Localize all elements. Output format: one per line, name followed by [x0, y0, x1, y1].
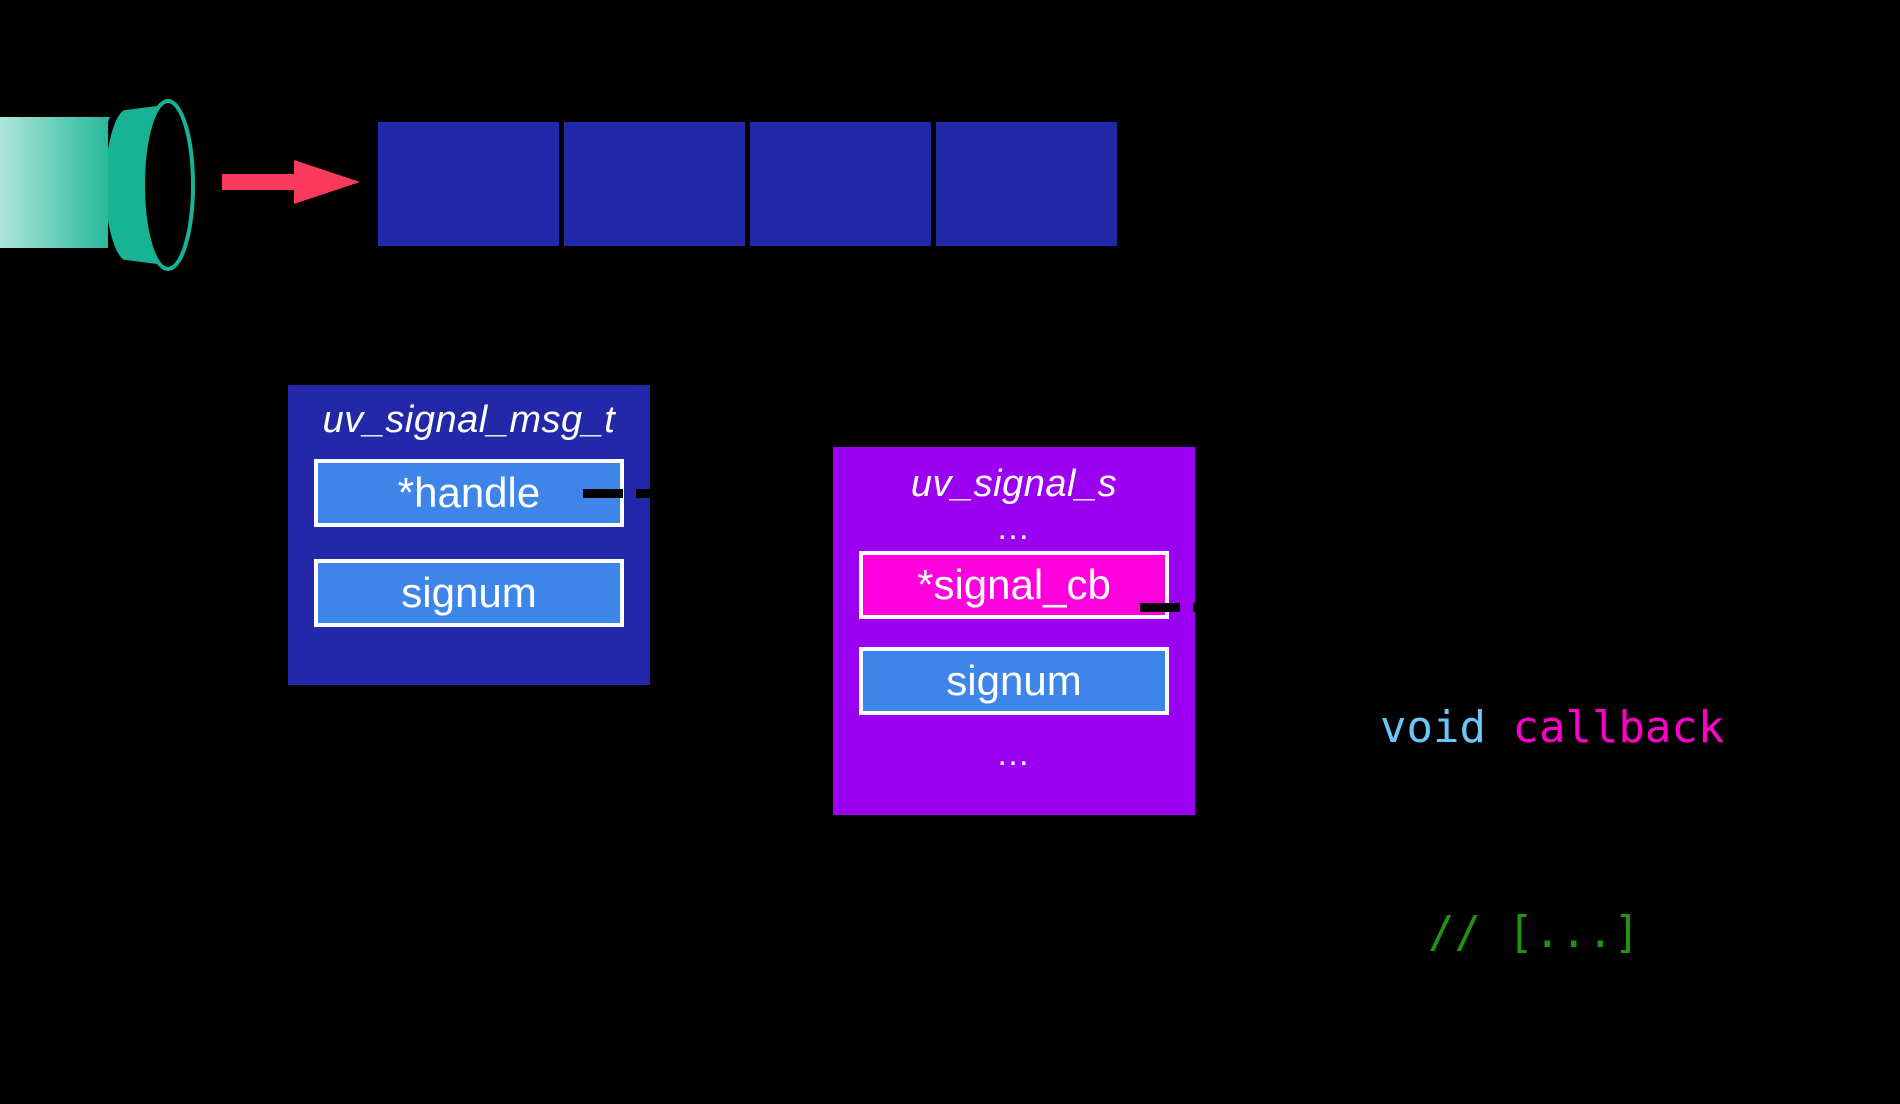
field-handle[interactable]: *handle: [314, 459, 624, 527]
field-signum[interactable]: signum: [314, 559, 624, 627]
code-token-callback: callback: [1512, 702, 1725, 754]
code-line-signature: void callback: [1380, 694, 1724, 762]
code-token-comment: // [...]: [1428, 906, 1640, 958]
queue-cell[interactable]: [378, 122, 559, 246]
pipe-tail: [0, 117, 122, 248]
code-token-void: void: [1380, 702, 1486, 754]
struct-uv-signal-msg-t: uv_signal_msg_t *handle signum: [288, 385, 650, 685]
field-signum[interactable]: signum: [859, 647, 1169, 715]
signal-cb-pointer-dash-2: [1193, 603, 1233, 612]
struct-title-uv-signal-msg-t: uv_signal_msg_t: [322, 399, 616, 441]
diagram-canvas: uv_signal_msg_t *handle signum uv_signal…: [0, 95, 1725, 958]
queue-cell[interactable]: [936, 122, 1117, 246]
callback-code-block: void callback // [...]: [1380, 558, 1724, 1104]
queue-cell[interactable]: [564, 122, 745, 246]
code-line-comment: // [...]: [1380, 899, 1724, 967]
message-queue: [378, 122, 1117, 246]
handle-pointer-dash-1: [583, 489, 623, 498]
code-token-space: [1486, 702, 1513, 753]
pipe-cylinder: [98, 95, 195, 275]
write-arrow: [222, 158, 362, 206]
struct-title-uv-signal-s: uv_signal_s: [910, 463, 1118, 505]
struct-uv-signal-s: uv_signal_s … *signal_cb signum …: [833, 447, 1195, 815]
struct-ellipsis-top: …: [996, 509, 1032, 547]
struct-ellipsis-bottom: …: [996, 735, 1032, 773]
field-signal-cb[interactable]: *signal_cb: [859, 551, 1169, 619]
queue-cell[interactable]: [750, 122, 931, 246]
signal-cb-pointer-dash-1: [1140, 603, 1180, 612]
handle-pointer-dash-2: [636, 489, 676, 498]
